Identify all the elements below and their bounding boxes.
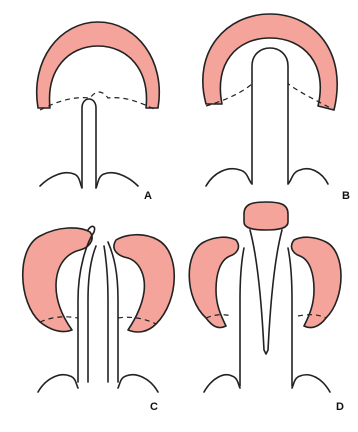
panel-a-arc	[37, 22, 160, 108]
panel-b-label: B	[342, 190, 350, 202]
panel-d-base-right	[292, 375, 330, 392]
panel-c-right-column	[104, 246, 108, 382]
panel-d-label: D	[336, 401, 344, 413]
panel-d-left-column	[240, 248, 244, 386]
panel-a-stalk	[82, 99, 96, 188]
panel-a-label: A	[144, 190, 152, 202]
panel-b-stalk	[252, 48, 288, 184]
panel-b: B	[203, 14, 350, 202]
panel-c-right-crescent	[114, 235, 174, 332]
panel-c: C	[23, 226, 175, 413]
panel-a-base-right	[96, 173, 138, 188]
panel-c-base-right	[118, 375, 158, 392]
panel-c-left-column-inner	[88, 246, 96, 382]
panel-d-central-stalk	[250, 230, 282, 354]
panel-a-dashed-line	[40, 92, 156, 110]
panel-d-top-cap	[244, 202, 288, 230]
panel-a: A	[37, 22, 160, 202]
panel-c-base-left	[38, 375, 78, 392]
panel-c-label: C	[150, 401, 158, 413]
panel-d-left-crescent	[189, 237, 238, 327]
panel-a-base-left	[40, 173, 82, 188]
panel-b-base-right	[288, 169, 328, 184]
panel-c-left-crescent	[23, 228, 92, 332]
panel-d-right-crescent	[292, 237, 341, 327]
panel-d-base-left	[204, 375, 240, 392]
panel-b-base-left	[206, 169, 252, 186]
panel-d-right-column	[288, 248, 292, 386]
panel-c-right-column-outer	[108, 242, 118, 382]
panel-d: D	[189, 202, 344, 413]
